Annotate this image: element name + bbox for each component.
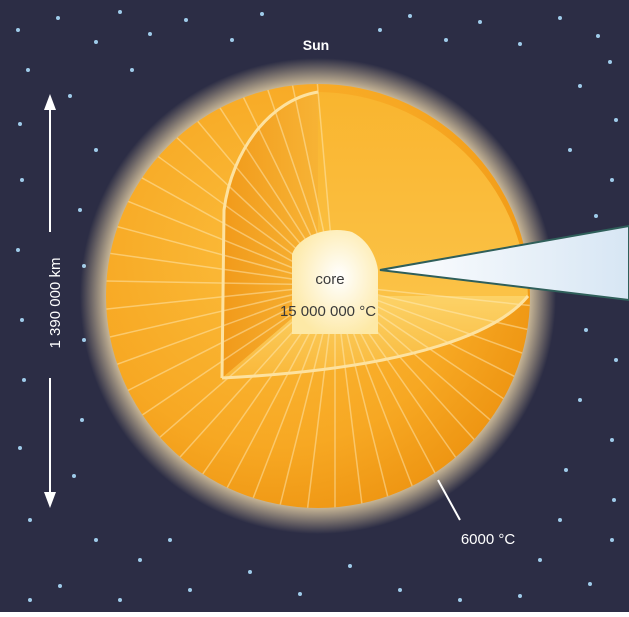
star-dot: [148, 32, 152, 36]
star-dot: [188, 588, 192, 592]
star-dot: [558, 16, 562, 20]
star-dot: [538, 558, 542, 562]
star-dot: [378, 28, 382, 32]
star-dot: [260, 12, 264, 16]
sun-core: [292, 230, 378, 334]
star-dot: [16, 28, 20, 32]
star-dot: [348, 564, 352, 568]
star-dot: [28, 598, 32, 602]
star-dot: [94, 40, 98, 44]
star-dot: [184, 18, 188, 22]
star-dot: [518, 42, 522, 46]
star-field: [16, 10, 618, 602]
star-dot: [610, 538, 614, 542]
star-dot: [478, 20, 482, 24]
star-dot: [68, 94, 72, 98]
star-dot: [130, 68, 134, 72]
star-dot: [588, 582, 592, 586]
star-dot: [614, 118, 618, 122]
star-dot: [408, 14, 412, 18]
diameter-arrow: [44, 94, 56, 508]
star-dot: [230, 38, 234, 42]
star-dot: [18, 122, 22, 126]
diameter-label: 1 390 000 km: [47, 258, 64, 349]
star-dot: [168, 538, 172, 542]
star-dot: [16, 248, 20, 252]
surface-temperature-label: 6000 °C: [461, 531, 516, 548]
star-dot: [518, 594, 522, 598]
ray-line: [106, 279, 336, 286]
star-dot: [138, 558, 142, 562]
core-temperature-label: 15 000 000 °C: [280, 303, 376, 320]
star-dot: [398, 588, 402, 592]
star-dot: [94, 148, 98, 152]
star-dot: [72, 474, 76, 478]
star-dot: [612, 498, 616, 502]
surface-leader-line: [437, 479, 461, 521]
star-dot: [558, 518, 562, 522]
zoom-beam: [379, 224, 629, 302]
star-dot: [578, 84, 582, 88]
star-dot: [58, 584, 62, 588]
star-dot: [608, 60, 612, 64]
star-dot: [298, 592, 302, 596]
star-dot: [596, 34, 600, 38]
ray-line: [106, 284, 336, 313]
star-dot: [610, 438, 614, 442]
star-dot: [248, 570, 252, 574]
star-dot: [56, 16, 60, 20]
star-dot: [28, 518, 32, 522]
star-dot: [80, 418, 84, 422]
ray-line: [334, 284, 530, 313]
star-dot: [584, 328, 588, 332]
star-dot: [564, 468, 568, 472]
star-dot: [22, 378, 26, 382]
star-dot: [18, 446, 22, 450]
star-dot: [458, 598, 462, 602]
star-dot: [20, 318, 24, 322]
core-label: core: [315, 271, 344, 288]
star-dot: [78, 208, 82, 212]
star-dot: [20, 178, 24, 182]
star-dot: [444, 38, 448, 42]
star-dot: [568, 148, 572, 152]
star-dot: [614, 358, 618, 362]
star-dot: [118, 10, 122, 14]
star-dot: [94, 538, 98, 542]
star-dot: [118, 598, 122, 602]
star-dot: [594, 214, 598, 218]
star-dot: [610, 178, 614, 182]
star-dot: [578, 398, 582, 402]
star-dot: [26, 68, 30, 72]
diagram-title: Sun: [303, 37, 329, 53]
